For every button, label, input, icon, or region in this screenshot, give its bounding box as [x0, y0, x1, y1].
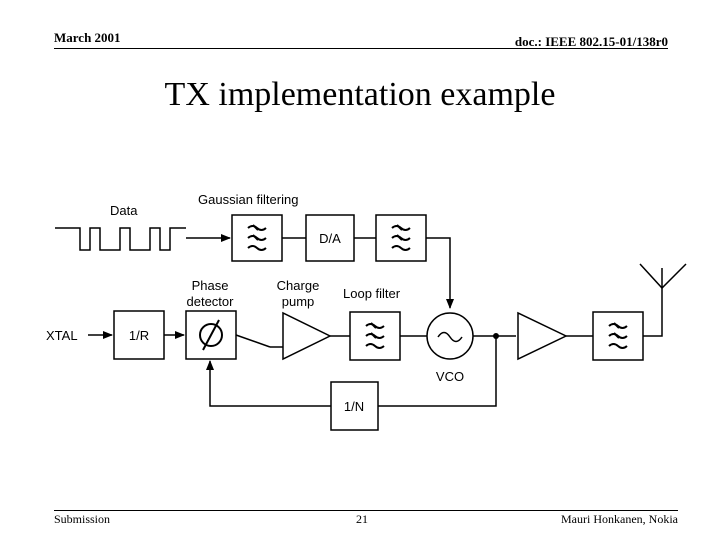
data-waveform: [55, 227, 186, 251]
footer-rule: [54, 510, 678, 511]
footer-submission: Submission: [54, 512, 111, 526]
label-phase: Phase: [192, 278, 229, 293]
label-xtal: XTAL: [46, 328, 78, 343]
header-doc-id: doc.: IEEE 802.15-01/138r0: [514, 34, 668, 49]
charge-pump-block: [282, 311, 332, 361]
header-date: March 2001: [54, 30, 121, 45]
antenna-icon: [639, 263, 687, 290]
filter-glyph-icon: [247, 224, 267, 251]
label-div-n: 1/N: [344, 399, 364, 414]
label-div-r: 1/R: [129, 328, 149, 343]
label-charge: Charge: [277, 278, 320, 293]
filter-glyph-icon: [391, 224, 411, 251]
footer-page-number: 21: [356, 512, 368, 526]
footer-author: Mauri Honkanen, Nokia: [561, 512, 678, 526]
label-gaussian-filtering: Gaussian filtering: [198, 192, 298, 207]
label-pump: pump: [282, 294, 315, 309]
power-amplifier-block: [517, 311, 568, 361]
label-vco: VCO: [436, 369, 464, 384]
filter-glyph-icon: [608, 322, 628, 349]
label-data: Data: [110, 203, 138, 218]
header-rule: [54, 48, 668, 49]
label-loop-filter: Loop filter: [343, 286, 401, 301]
label-da: D/A: [319, 231, 341, 246]
slide-title: TX implementation example: [164, 76, 556, 113]
filter-glyph-icon: [365, 322, 385, 349]
label-detector: detector: [187, 294, 235, 309]
